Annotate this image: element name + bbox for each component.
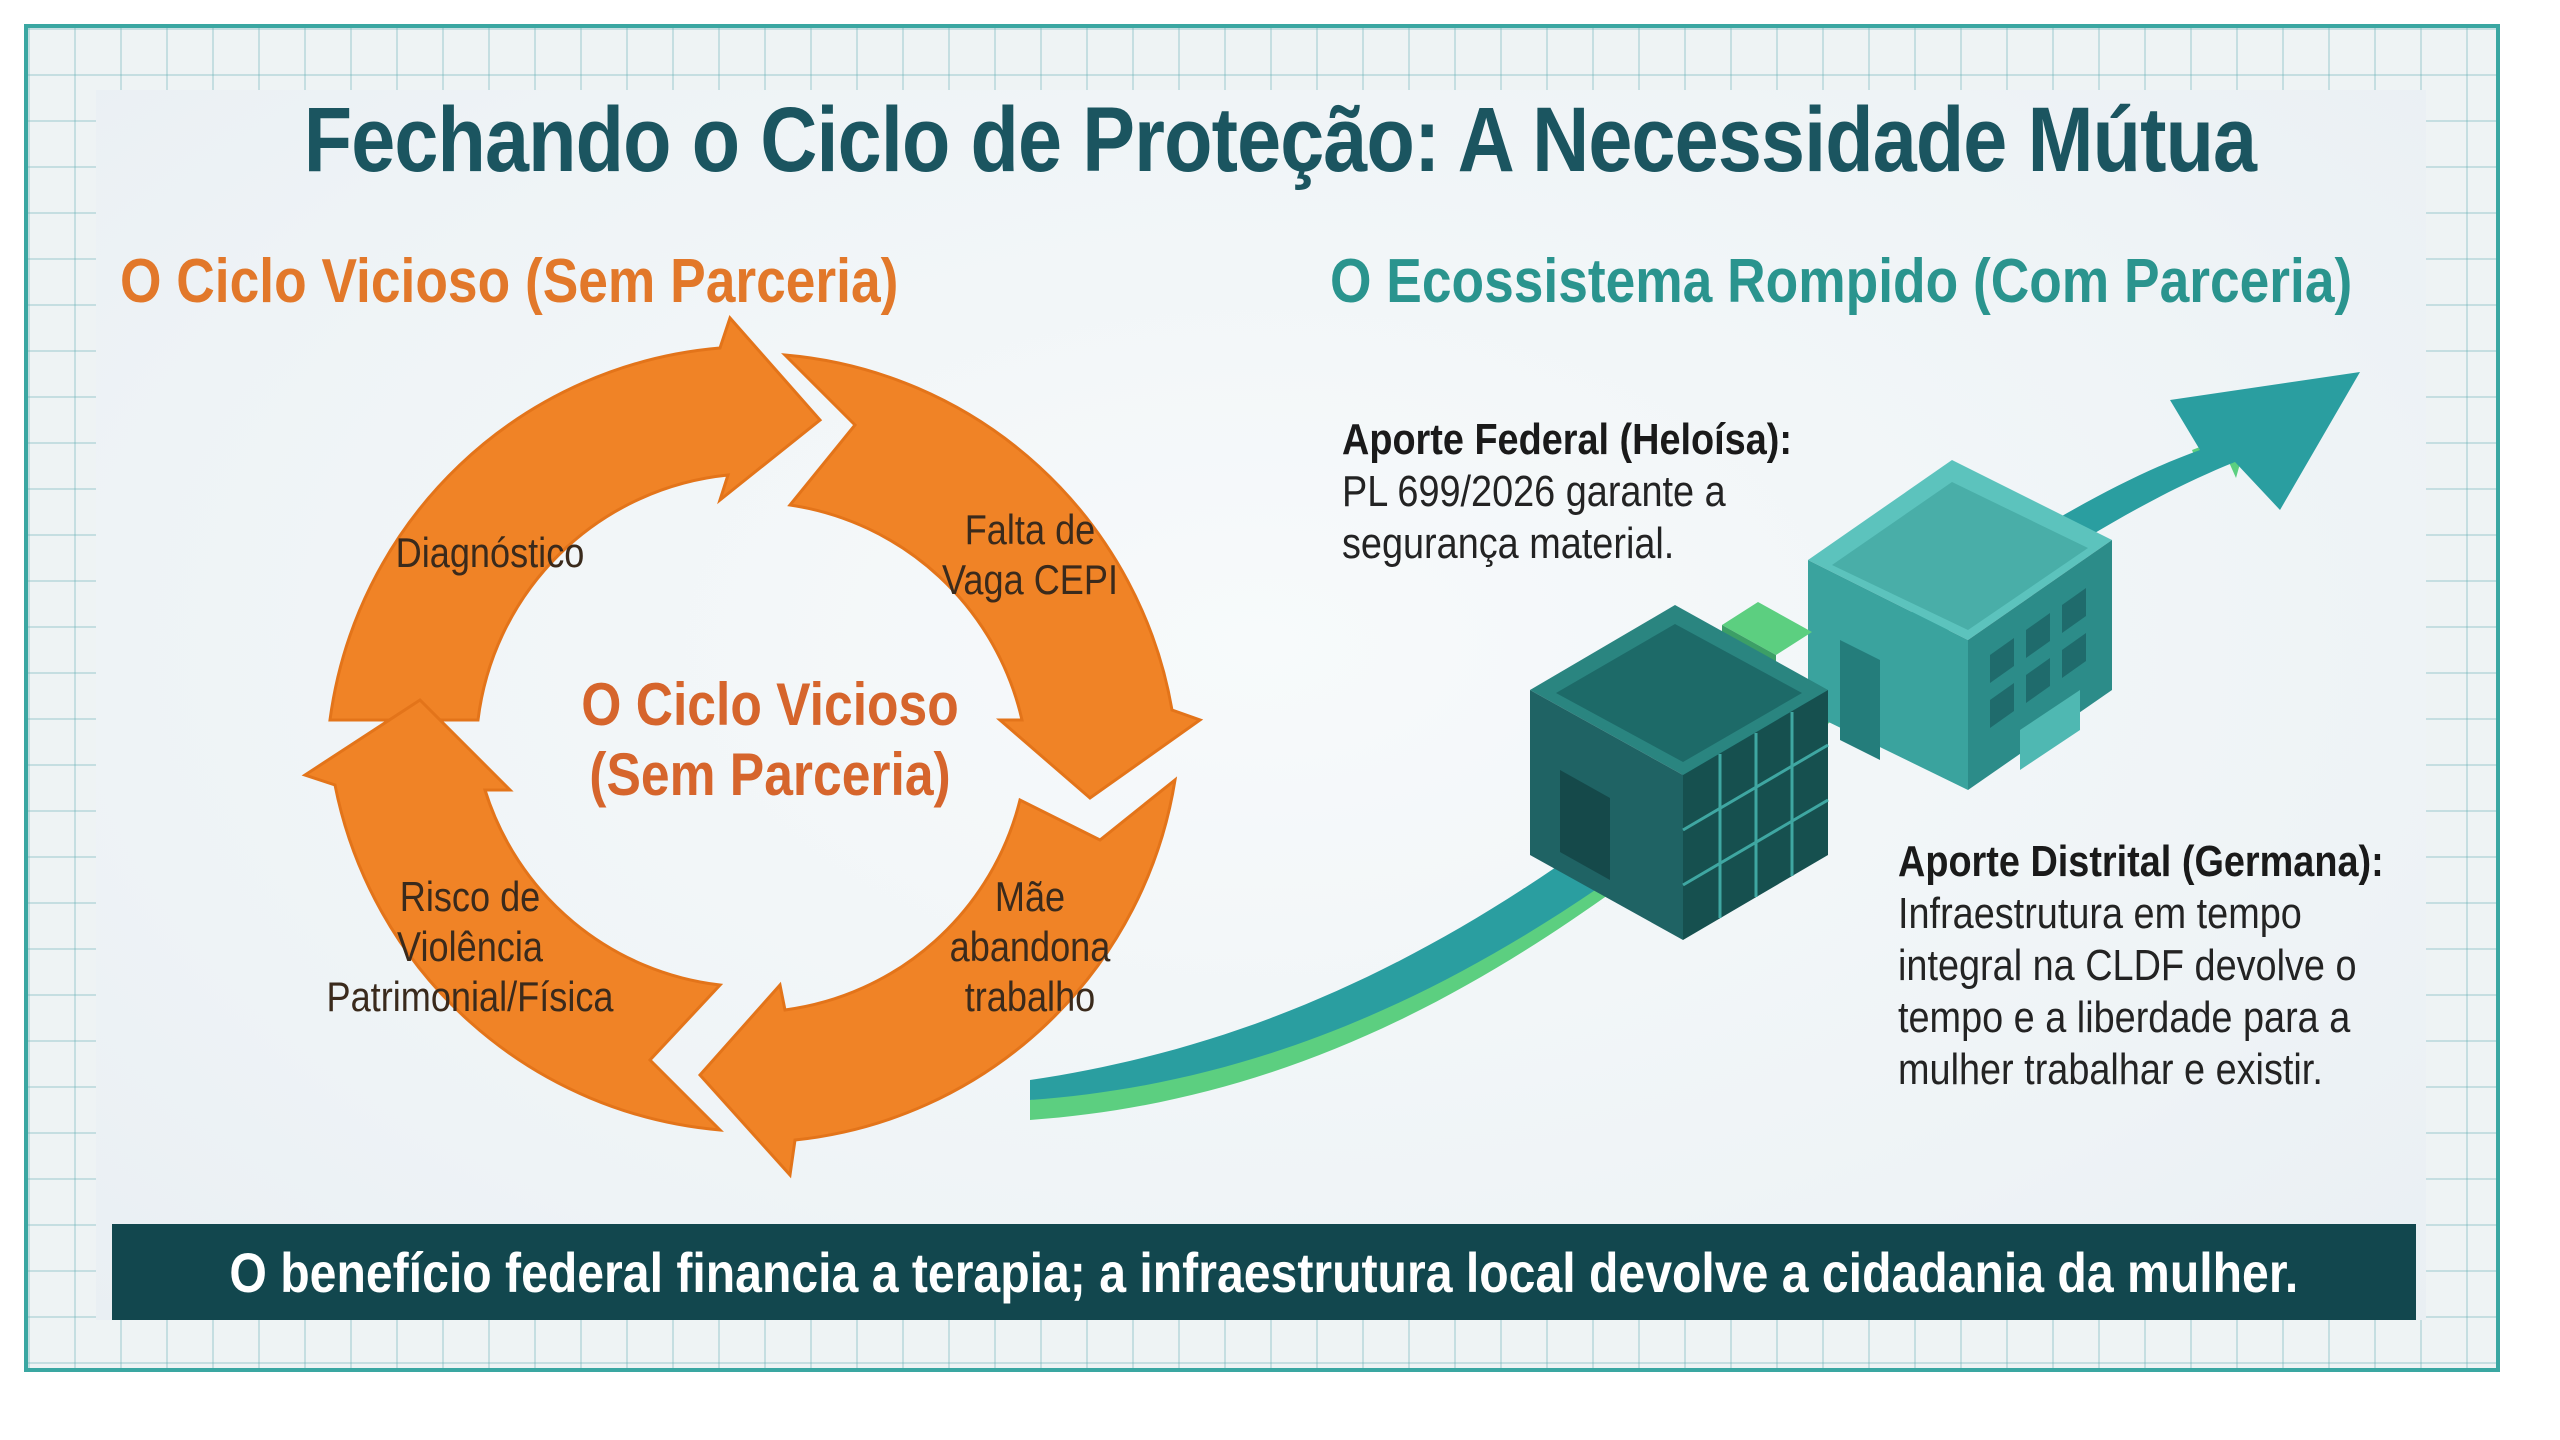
cycle-arrow-risco [301, 698, 724, 1132]
federal-title: Aporte Federal (Heloísa): [1342, 415, 1792, 464]
vicious-cycle-heading: O Ciclo Vicioso (Sem Parceria) [120, 247, 899, 316]
ecosystem-illustration [1030, 372, 2360, 1120]
distrital-contribution: Aporte Distrital (Germana): Infraestrutu… [1898, 837, 2384, 1094]
ecosystem-heading: O Ecossistema Rompido (Com Parceria) [1330, 247, 2353, 316]
cycle-arrows [301, 315, 1204, 1179]
page-title: Fechando o Ciclo de Proteção: A Necessid… [303, 89, 2257, 191]
cycle-step-mae-abandona: Mãe abandona trabalho [949, 873, 1111, 1020]
distrital-title: Aporte Distrital (Germana): [1898, 837, 2384, 886]
cycle-step-falta-vaga: Falta de Vaga CEPI [941, 506, 1119, 603]
cycle-arrow-falta-vaga [781, 353, 1204, 800]
cycle-step-diagnostico: Diagnóstico [395, 529, 585, 576]
building-dark [1530, 605, 1829, 940]
conclusion-text: O benefício federal financia a terapia; … [229, 1240, 2299, 1304]
federal-contribution: Aporte Federal (Heloísa): PL 699/2026 ga… [1342, 415, 1792, 568]
cycle-step-risco: Risco de Violência Patrimonial/Física [326, 873, 614, 1020]
conclusion-banner: O benefício federal financia a terapia; … [112, 1224, 2416, 1320]
connector-block [1722, 602, 1812, 655]
cycle-center-label: O Ciclo Vicioso (Sem Parceria) [581, 671, 959, 808]
building-light [1808, 460, 2112, 790]
cycle-arrow-diagnostico [328, 315, 823, 722]
cycle-arrow-mae-abandona [697, 776, 1178, 1179]
